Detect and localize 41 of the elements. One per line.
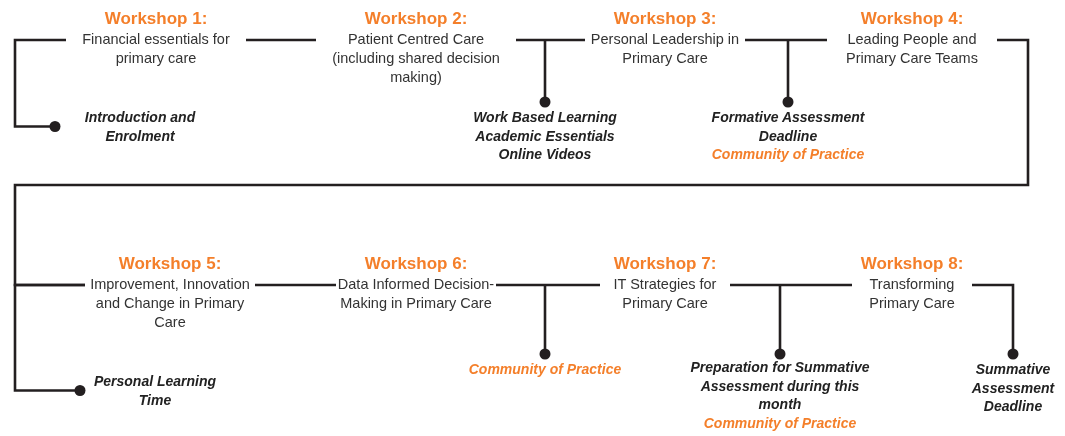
milestone-text: Work Based Learning xyxy=(472,108,618,127)
dot-connector xyxy=(13,283,86,396)
timeline-line xyxy=(13,38,1030,287)
workshop-title: Financial essentials for primary care xyxy=(81,30,231,68)
workshop-heading: Workshop 4: xyxy=(859,8,965,30)
workshop-title: Transforming Primary Care xyxy=(868,275,956,313)
milestone-text: Summative Assessment Deadline xyxy=(970,360,1056,416)
workshop-heading: Workshop 8: xyxy=(859,253,965,275)
dot-connector xyxy=(539,285,551,360)
timeline-line xyxy=(496,283,600,287)
dot-connector xyxy=(972,283,1019,360)
dot-connector xyxy=(774,285,786,360)
milestone-text: Formative Assessment Deadline xyxy=(710,108,866,145)
workshop-title: Patient Centred Care (including shared decision making) xyxy=(331,30,501,87)
workshop-title: Improvement, Innovation and Change in Primary Care xyxy=(89,275,251,332)
milestone-text: Introduction and Enrolment xyxy=(83,108,197,145)
workshop-title: Leading People and Primary Care Teams xyxy=(845,30,979,68)
workshop-heading: Workshop 3: xyxy=(612,8,718,30)
workshop-heading: Workshop 2: xyxy=(363,8,469,30)
timeline-line xyxy=(516,38,585,42)
timeline-line xyxy=(255,283,336,287)
dot-connector xyxy=(782,40,794,108)
milestone-text: Preparation for Summative Assessment during this month xyxy=(690,358,870,414)
workshop-title: Data Informed Decision-Making in Primary Care xyxy=(336,275,496,313)
dot-connector xyxy=(539,40,551,108)
milestone-text: Personal Learning Time xyxy=(92,372,218,409)
dot-connector xyxy=(13,38,66,132)
timeline-line xyxy=(745,38,827,42)
workshop-title: IT Strategies for Primary Care xyxy=(612,275,718,313)
timeline-line xyxy=(246,38,316,42)
milestone-text: Online Videos xyxy=(497,145,593,164)
workshop-heading: Workshop 5: xyxy=(117,253,223,275)
workshop-title: Personal Leadership in Primary Care xyxy=(589,30,741,68)
workshop-heading: Workshop 1: xyxy=(103,8,209,30)
workshop-heading: Workshop 7: xyxy=(612,253,718,275)
workshop-heading: Workshop 6: xyxy=(363,253,469,275)
community-note: Community of Practice xyxy=(702,413,858,432)
community-note: Community of Practice xyxy=(710,145,866,164)
timeline-line xyxy=(730,283,852,287)
milestone-text: Academic Essentials xyxy=(474,126,616,145)
community-note: Community of Practice xyxy=(467,360,623,379)
